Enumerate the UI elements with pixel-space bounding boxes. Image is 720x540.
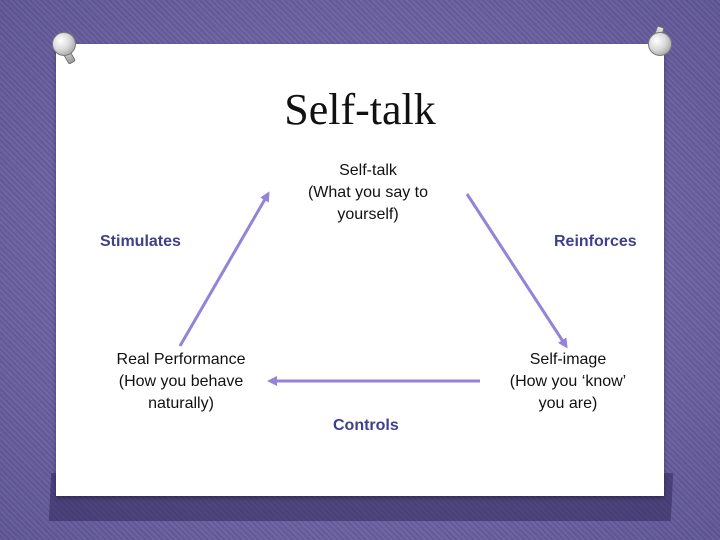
arrow-reinforces (465, 193, 568, 349)
slide (56, 44, 664, 496)
slide-title: Self-talk (284, 85, 436, 134)
edge-label-stimulates: Stimulates (100, 233, 181, 250)
node-real-performance: Real Performance (How you behave natural… (116, 351, 246, 412)
left-pushpin-icon (52, 32, 76, 56)
edge-label-reinforces: Reinforces (554, 233, 637, 250)
node-self-talk: Self-talk (What you say to yourself) (307, 162, 429, 223)
node-self-image: Self-image (How you ‘know’ you are) (509, 351, 627, 412)
edge-label-controls: Controls (333, 417, 399, 434)
arrow-stimulates (178, 191, 270, 347)
right-pushpin-icon (648, 32, 672, 56)
